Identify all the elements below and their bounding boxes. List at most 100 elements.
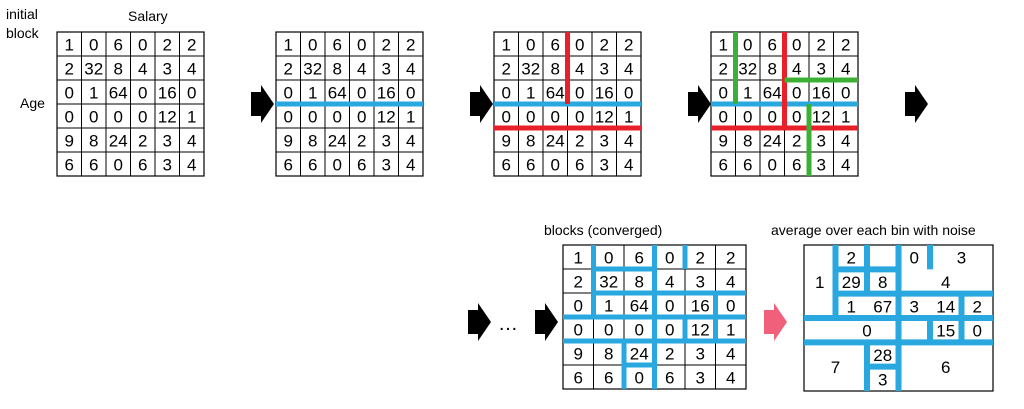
cell-value: 1 xyxy=(526,84,535,103)
cell-value: 2 xyxy=(600,36,609,55)
cell-value: 6 xyxy=(138,156,147,175)
cell-value: 9 xyxy=(65,132,74,151)
cell-value: 6 xyxy=(575,156,584,175)
cell-value: 0 xyxy=(768,108,777,127)
cell-value: 8 xyxy=(308,132,317,151)
cell-value: 32 xyxy=(738,60,757,79)
cell-value: 0 xyxy=(502,108,511,127)
cell-value: 64 xyxy=(109,84,128,103)
cell-value: 8 xyxy=(635,273,644,292)
bin-value: 0 xyxy=(910,249,919,268)
cell-value: 4 xyxy=(792,60,801,79)
cell-value: 24 xyxy=(328,132,347,151)
transform-arrow xyxy=(764,303,787,341)
cell-value: 0 xyxy=(114,108,123,127)
cell-value: 0 xyxy=(138,36,147,55)
cell-value: 0 xyxy=(187,84,196,103)
cell-value: 0 xyxy=(719,84,728,103)
cell-value: 6 xyxy=(768,36,777,55)
cell-value: 1 xyxy=(604,297,613,316)
cell-value: 1 xyxy=(743,84,752,103)
cell-value: 0 xyxy=(308,36,317,55)
cell-value: 2 xyxy=(502,60,511,79)
cell-value: 4 xyxy=(726,369,735,388)
cell-value: 2 xyxy=(792,132,801,151)
cell-value: 0 xyxy=(604,321,613,340)
cell-value: 0 xyxy=(551,108,560,127)
noise-title: average over each bin with noise xyxy=(771,222,976,238)
cell-value: 0 xyxy=(665,321,674,340)
cell-value: 1 xyxy=(65,36,74,55)
cell-value: 6 xyxy=(719,156,728,175)
bin-value: 3 xyxy=(957,249,966,268)
cell-value: 2 xyxy=(187,36,196,55)
cell-value: 4 xyxy=(624,132,633,151)
step-arrow xyxy=(688,85,711,123)
bin-value: 1 xyxy=(847,297,856,316)
cell-value: 0 xyxy=(308,108,317,127)
bin-value: 14 xyxy=(936,297,955,316)
cell-value: 4 xyxy=(187,60,196,79)
cell-value: 4 xyxy=(841,156,850,175)
cell-value: 0 xyxy=(502,84,511,103)
block-label: block xyxy=(6,25,39,41)
cell-value: 0 xyxy=(89,36,98,55)
cell-value: 16 xyxy=(377,84,396,103)
cell-value: 9 xyxy=(502,132,511,151)
cell-value: 2 xyxy=(817,36,826,55)
converged-title: blocks (converged) xyxy=(544,222,663,238)
step-arrow xyxy=(905,85,928,123)
cell-value: 1 xyxy=(624,108,633,127)
cell-value: 4 xyxy=(406,132,415,151)
cell-value: 6 xyxy=(743,156,752,175)
cell-value: 6 xyxy=(551,36,560,55)
cell-value: 1 xyxy=(841,108,850,127)
cell-value: 24 xyxy=(763,132,782,151)
cell-value: 3 xyxy=(382,156,391,175)
cell-value: 16 xyxy=(812,84,831,103)
cell-value: 3 xyxy=(600,156,609,175)
cell-value: 4 xyxy=(841,60,850,79)
cell-value: 4 xyxy=(187,132,196,151)
salary-axis-label: Salary xyxy=(128,8,168,24)
cell-value: 0 xyxy=(551,156,560,175)
cell-value: 3 xyxy=(163,60,172,79)
cell-value: 6 xyxy=(526,156,535,175)
cell-value: 12 xyxy=(377,108,396,127)
cell-value: 4 xyxy=(187,156,196,175)
cell-value: 16 xyxy=(158,84,177,103)
cell-value: 6 xyxy=(114,36,123,55)
cell-value: 16 xyxy=(691,297,710,316)
cell-value: 0 xyxy=(635,369,644,388)
cell-value: 0 xyxy=(65,84,74,103)
bin-value: 4 xyxy=(941,273,950,292)
cell-value: 24 xyxy=(630,345,649,364)
bin-value: 2 xyxy=(847,249,856,268)
cell-value: 0 xyxy=(635,321,644,340)
cell-value: 9 xyxy=(719,132,728,151)
cell-value: 0 xyxy=(575,108,584,127)
cell-value: 1 xyxy=(406,108,415,127)
cell-value: 0 xyxy=(665,249,674,268)
matrix-step-2 xyxy=(275,31,424,177)
cell-value: 4 xyxy=(406,156,415,175)
cell-value: 8 xyxy=(768,60,777,79)
cell-value: 2 xyxy=(841,36,850,55)
cell-value: 6 xyxy=(308,156,317,175)
cell-value: 4 xyxy=(841,132,850,151)
cell-value: 32 xyxy=(303,60,322,79)
bin-value: 6 xyxy=(941,358,950,377)
cell-value: 2 xyxy=(574,273,583,292)
cell-value: 0 xyxy=(768,156,777,175)
cell-value: 0 xyxy=(792,84,801,103)
cell-value: 0 xyxy=(333,156,342,175)
cell-value: 3 xyxy=(817,60,826,79)
cell-value: 2 xyxy=(382,36,391,55)
cell-value: 1 xyxy=(284,36,293,55)
bin-value: 8 xyxy=(878,273,887,292)
cell-value: 4 xyxy=(726,345,735,364)
cell-value: 0 xyxy=(114,156,123,175)
cell-value: 24 xyxy=(546,132,565,151)
bin-value: 29 xyxy=(842,273,861,292)
